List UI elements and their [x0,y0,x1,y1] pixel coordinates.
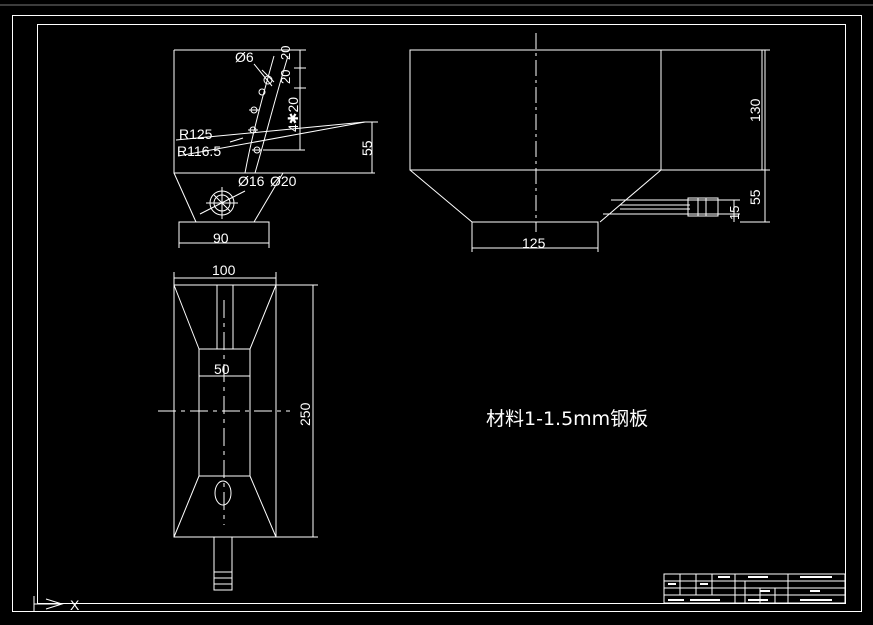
title-block [663,573,846,604]
dim-spacing-top-a: 20 [278,46,293,60]
title-block-fine-text [668,576,832,601]
side-view [173,49,378,248]
dim-side-height: 55 [359,140,375,156]
dim-front-height-lower: 55 [747,189,763,205]
outer-sheet-border [12,15,862,612]
dim-radius-inner: R116.5 [177,143,221,159]
material-note: 材料1-1.5mm钢板 [486,408,648,430]
top-view [158,272,318,591]
inner-drawing-frame [37,24,846,604]
dim-base-width-front: 125 [522,235,546,251]
dim-base-width-left: 90 [213,230,229,246]
front-view [409,33,770,252]
dim-hole-dia-outer: Ø20 [270,173,297,189]
dim-spacing-repeat: 4✱20 [285,97,301,132]
dim-slot-width: 50 [214,361,230,377]
dim-hole-dia-inner: Ø16 [238,173,265,189]
ucs-x-label: X [70,597,80,613]
dim-radius-outer: R125 [179,126,213,142]
dim-hole-dia-small: Ø6 [235,49,254,65]
dim-top-width: 100 [212,262,236,278]
dim-spacing-top-b: 20 [278,70,293,84]
ucs-icon [33,596,64,612]
dim-pipe-dia: 15 [727,206,742,220]
dim-front-height-upper: 130 [747,98,763,122]
dim-overall-length: 250 [297,402,313,426]
